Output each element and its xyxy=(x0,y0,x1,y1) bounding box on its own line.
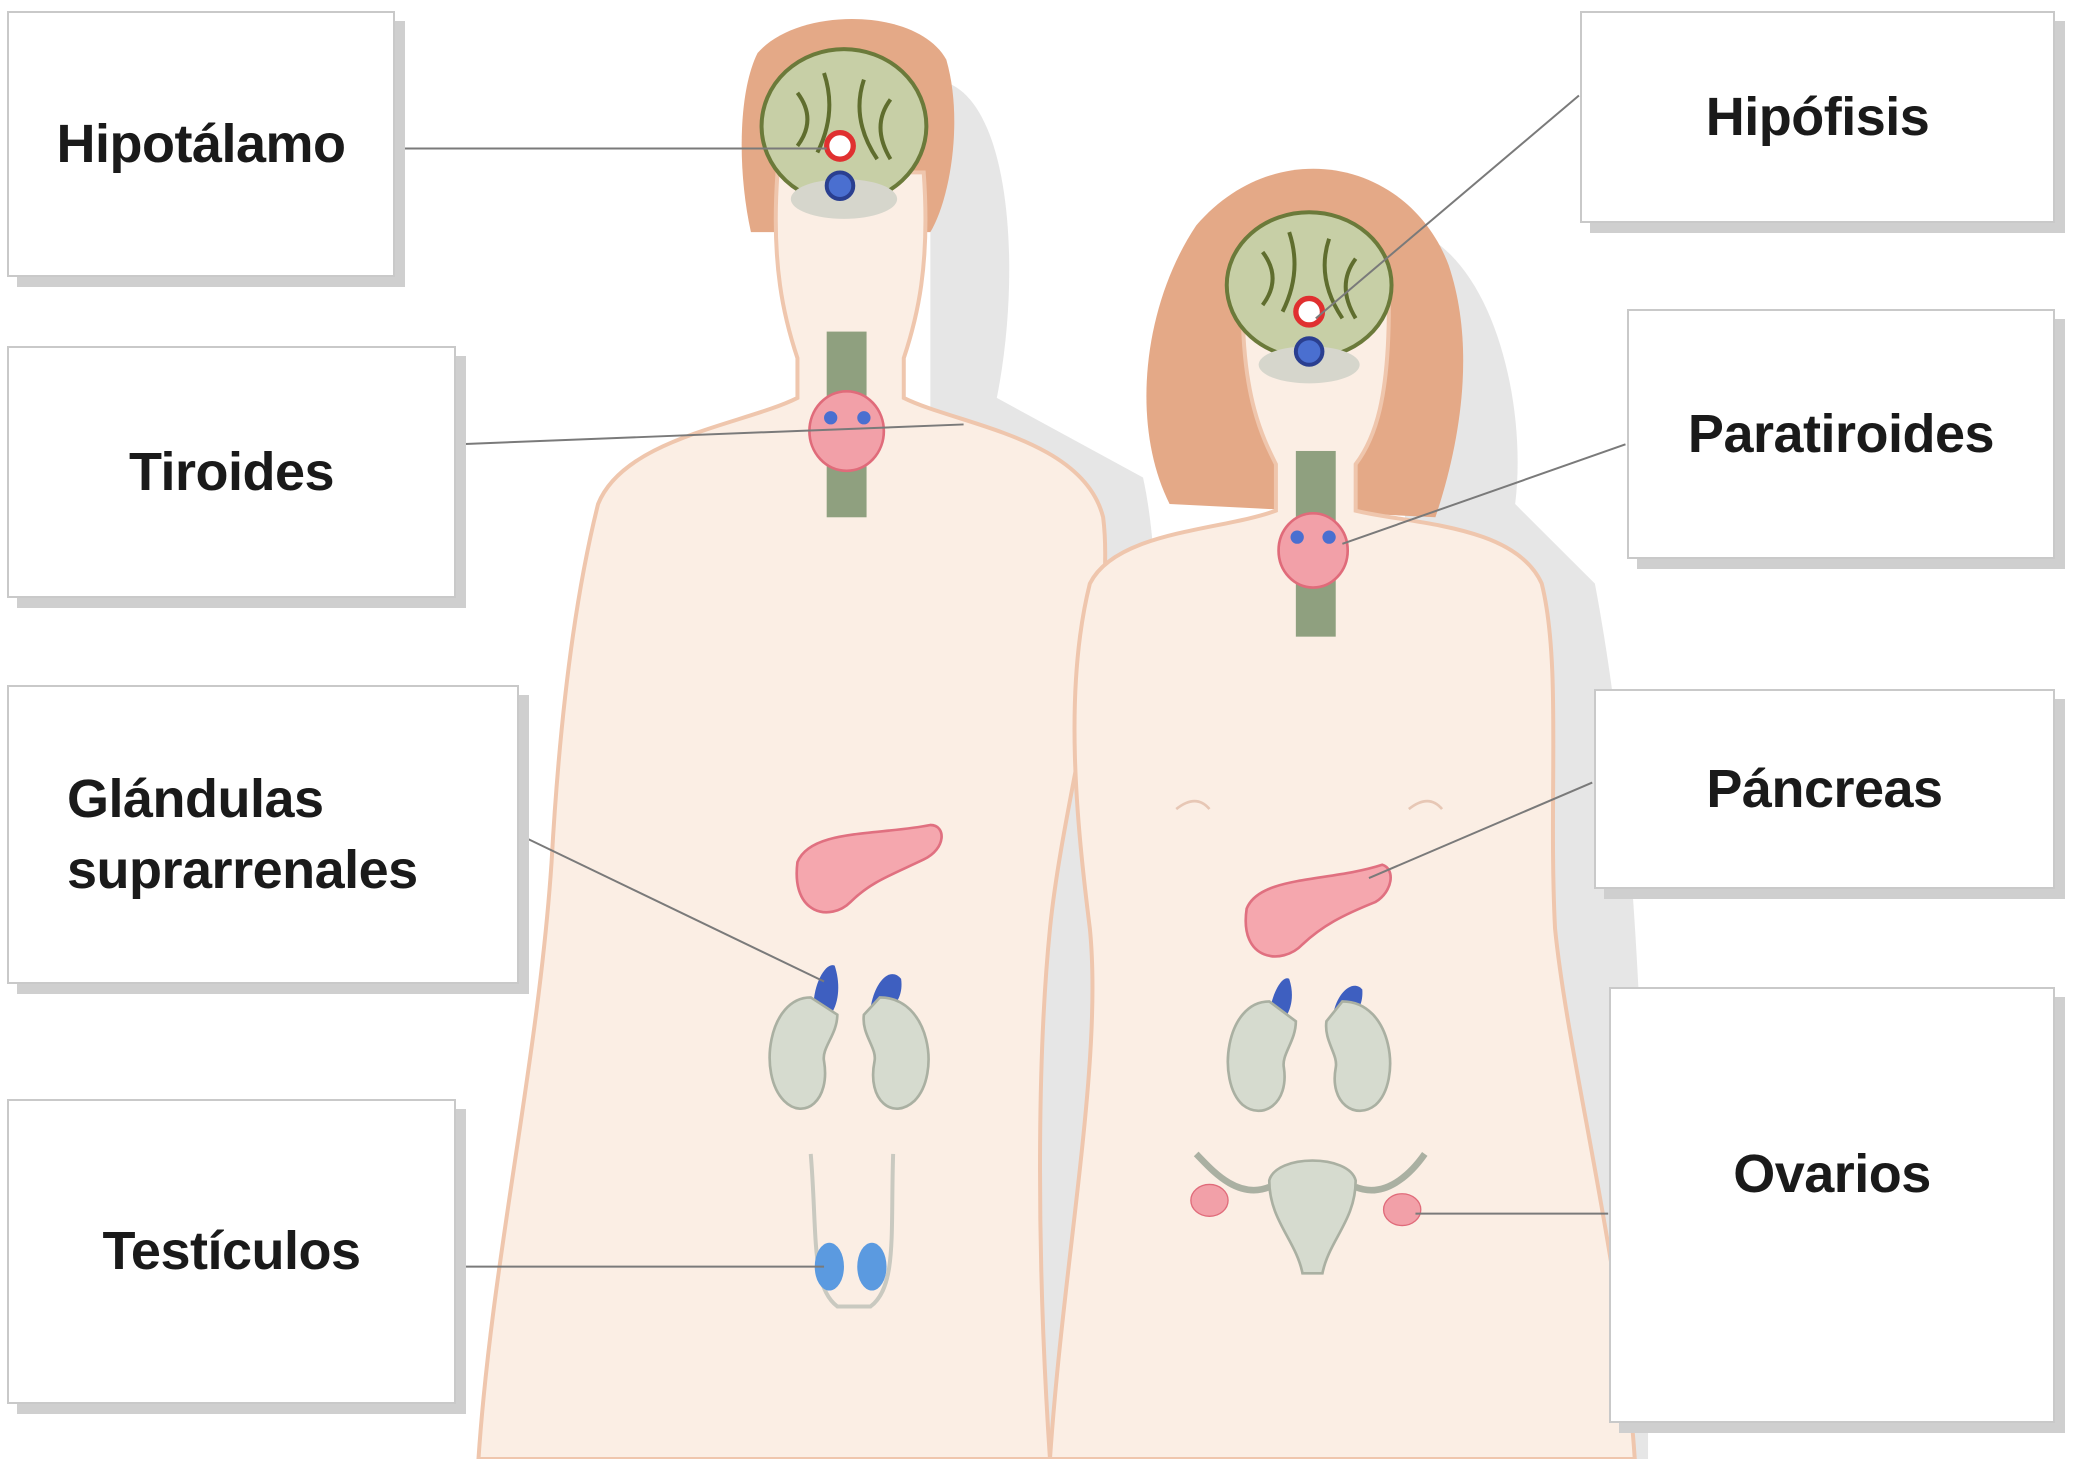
male-testis-left xyxy=(814,1242,844,1291)
male-testis-right xyxy=(857,1242,887,1291)
female-pancreas xyxy=(1244,863,1392,958)
label-box-testiculos: Testículos xyxy=(7,1099,456,1404)
label-glandulas-suprarrenales: Glándulas suprarrenales xyxy=(67,764,418,904)
male-figure xyxy=(476,19,1108,1459)
label-box-hipofisis: Hipófisis xyxy=(1580,11,2055,223)
label-ovarios: Ovarios xyxy=(1733,1144,1931,1204)
male-pituitary xyxy=(824,170,856,201)
label-box-paratiroides: Paratiroides xyxy=(1627,309,2055,559)
female-ovary-left xyxy=(1190,1183,1229,1217)
female-uterus xyxy=(1267,1159,1357,1275)
label-paratiroides: Paratiroides xyxy=(1687,403,1995,464)
female-pituitary xyxy=(1293,336,1325,367)
female-hypothalamus xyxy=(1293,295,1326,328)
male-kidney-left xyxy=(768,996,839,1110)
female-kidney-right xyxy=(1324,1000,1392,1112)
leader-lines xyxy=(394,94,1626,1268)
label-testiculos: Testículos xyxy=(102,1221,361,1282)
label-box-glandulas-suprarrenales: Glándulas suprarrenales xyxy=(7,685,519,984)
label-glandulas-line2: suprarrenales xyxy=(67,839,418,900)
male-hypothalamus xyxy=(824,129,856,162)
label-box-tiroides: Tiroides xyxy=(7,346,456,598)
label-hipofisis: Hipófisis xyxy=(1705,86,1930,147)
female-kidney-left xyxy=(1226,1000,1298,1112)
label-hipotalamo: Hipotálamo xyxy=(56,113,346,174)
label-box-hipotalamo: Hipotálamo xyxy=(7,11,395,277)
label-tiroides: Tiroides xyxy=(128,441,335,502)
label-glandulas-line1: Glándulas xyxy=(67,769,324,830)
label-pancreas: Páncreas xyxy=(1706,758,1943,819)
male-kidney-right xyxy=(862,996,930,1110)
male-pancreas xyxy=(795,823,943,914)
female-ovary-right xyxy=(1382,1193,1422,1227)
male-thyroid xyxy=(808,389,886,473)
female-figure xyxy=(1047,168,1637,1459)
label-box-pancreas: Páncreas xyxy=(1594,689,2055,889)
female-thyroid xyxy=(1277,511,1350,589)
label-box-ovarios: Ovarios xyxy=(1609,987,2055,1423)
